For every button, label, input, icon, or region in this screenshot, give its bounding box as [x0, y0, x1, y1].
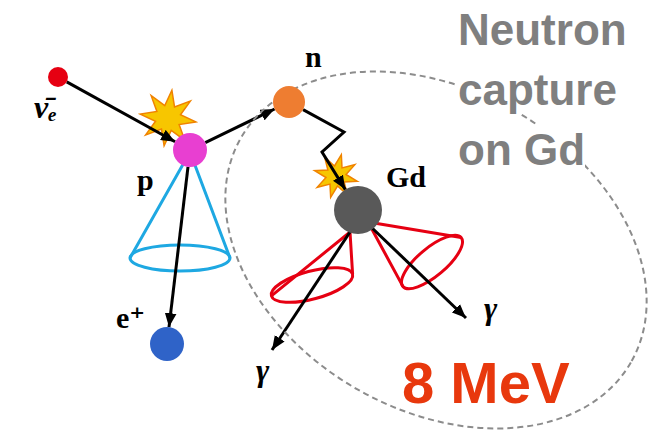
gamma-label-wrap: γ	[484, 292, 497, 324]
gamma-label-wrap: γ	[256, 354, 269, 386]
particle-label-wrap: p	[137, 165, 154, 195]
particle-label-wrap: n	[305, 42, 322, 72]
particle-track	[205, 109, 274, 143]
particle-track	[303, 110, 345, 190]
gamma-arrow	[370, 226, 466, 318]
gamma-label: γ	[484, 290, 497, 326]
capture-region: Neutron capture on Gd8 MeVnGd	[225, 70, 647, 430]
particle-label: n	[305, 40, 322, 73]
particle-label: Gd	[386, 160, 426, 193]
particle-label-wrap: e⁺	[116, 303, 145, 333]
proton-dot: p	[173, 133, 207, 167]
particle-label: p	[137, 163, 154, 196]
gamma-label: γ	[256, 352, 269, 388]
gamma-cone	[368, 222, 461, 286]
antineutrino-dot: ν̄ₑ	[48, 67, 68, 87]
particle-label: e⁺	[116, 301, 145, 334]
energy-label: 8 MeV	[402, 350, 570, 415]
particle-label: ν̄ₑ	[34, 89, 57, 125]
particle-track	[169, 167, 188, 327]
particle-track	[67, 82, 175, 142]
particle-label-wrap: Gd	[386, 162, 426, 192]
region-title: Neutron capture on Gd	[458, 5, 627, 174]
gadolinium-dot: Gd	[334, 186, 382, 234]
gamma-cone	[271, 232, 352, 296]
gamma-ring	[268, 261, 356, 310]
particle-label-wrap: ν̄ₑ	[34, 91, 57, 123]
neutron-dot: n	[273, 86, 305, 118]
positron-dot: e⁺	[150, 327, 184, 361]
energy-label-wrap: 8 MeV	[402, 354, 570, 412]
gamma-arrow	[272, 232, 350, 350]
cherenkov-ring	[130, 245, 230, 271]
dashed-ellipse	[161, 0, 654, 433]
region-title-wrap: Neutron capture on Gd	[458, 0, 650, 180]
